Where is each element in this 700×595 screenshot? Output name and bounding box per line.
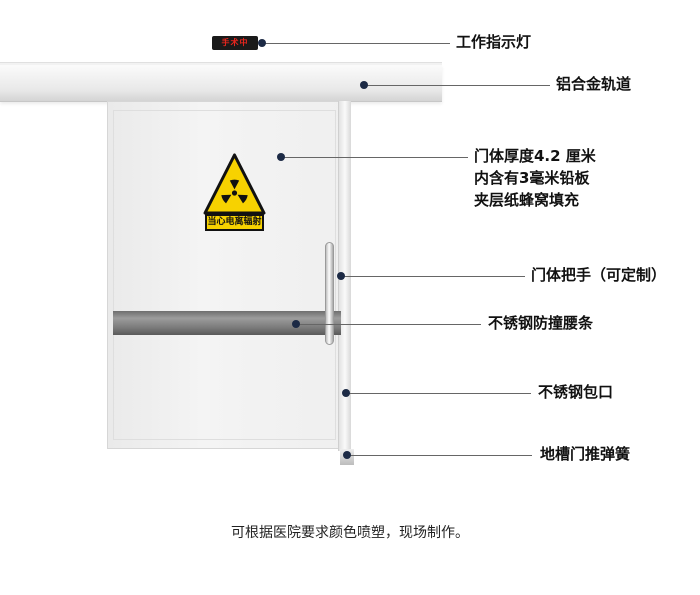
door-panel bbox=[107, 101, 347, 449]
rail-top-cap bbox=[0, 62, 442, 67]
callout-line-floor bbox=[347, 455, 532, 456]
callout-line-edge bbox=[346, 393, 531, 394]
callout-line-rail bbox=[364, 85, 550, 86]
label-floor-guide: 地槽门推弹簧 bbox=[540, 445, 631, 463]
callout-dot-handle bbox=[337, 272, 345, 280]
label-door-body-line-3: 夹层纸蜂窝填充 bbox=[474, 191, 580, 209]
stainless-bumper-strip bbox=[113, 311, 341, 335]
label-indicator-light: 工作指示灯 bbox=[456, 33, 532, 51]
callout-line-bumper bbox=[296, 324, 481, 325]
radiation-icon bbox=[221, 179, 248, 204]
aluminum-rail bbox=[0, 65, 442, 102]
callout-line-indicator bbox=[262, 43, 450, 44]
label-bumper-strip: 不锈钢防撞腰条 bbox=[488, 314, 594, 332]
door-inner-frame bbox=[113, 110, 336, 440]
callout-dot-indicator bbox=[258, 39, 266, 47]
callout-dot-bumper bbox=[292, 320, 300, 328]
warning-sign-text: 当心电离辐射 bbox=[207, 217, 262, 227]
callout-dot-edge bbox=[342, 389, 350, 397]
footer-note: 可根据医院要求颜色喷塑，现场制作。 bbox=[231, 525, 469, 541]
callout-dot-rail bbox=[360, 81, 368, 89]
warning-sign-label: 当心电离辐射 bbox=[205, 214, 264, 231]
callout-line-door bbox=[281, 157, 468, 158]
indicator-light-text: 手术中 bbox=[221, 38, 249, 47]
label-door-body: 门体厚度4.2 厘米 内含有3毫米铅板 夹层纸蜂窝填充 bbox=[474, 145, 596, 211]
indicator-light: 手术中 bbox=[212, 36, 258, 50]
label-aluminum-rail: 铝合金轨道 bbox=[556, 75, 632, 93]
label-door-handle: 门体把手（可定制） bbox=[531, 266, 667, 284]
door-handle bbox=[325, 242, 334, 345]
radiation-warning-sign bbox=[203, 153, 266, 215]
callout-line-handle bbox=[341, 276, 525, 277]
callout-dot-door bbox=[277, 153, 285, 161]
label-edge-trim: 不锈钢包口 bbox=[538, 383, 614, 401]
label-door-body-line-1: 门体厚度4.2 厘米 bbox=[474, 147, 596, 165]
callout-dot-floor bbox=[343, 451, 351, 459]
label-door-body-line-2: 内含有3毫米铅板 bbox=[474, 169, 590, 187]
